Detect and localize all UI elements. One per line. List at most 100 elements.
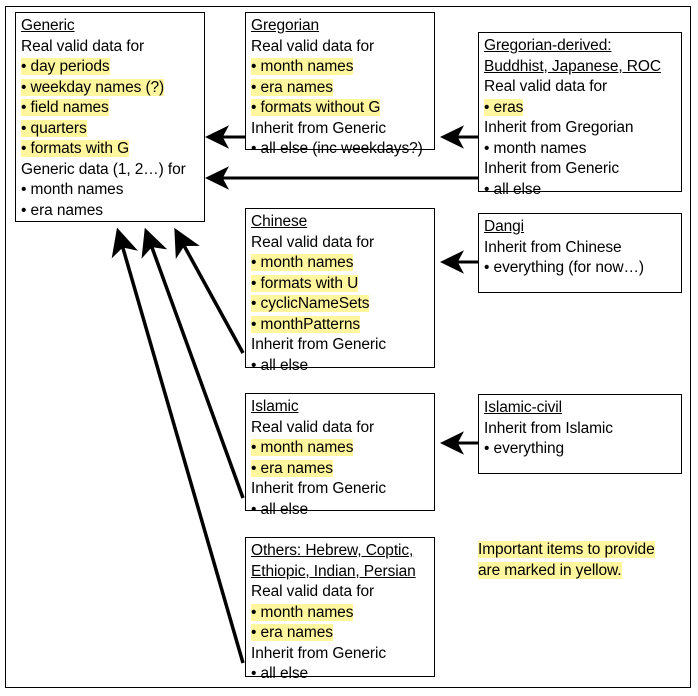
list-item: quarters [21, 119, 200, 140]
box-generic[interactable]: Generic Real valid data forday periodswe… [15, 12, 205, 222]
box-islamic-lines: Real valid data for month names era namesI… [251, 418, 430, 521]
box-islamic-civil-lines: Inherit from Islamic everything [484, 419, 677, 460]
section-label: Inherit from Gregorian [484, 118, 677, 139]
line-text: month names [484, 140, 586, 157]
box-islamic-title: Islamic [251, 398, 299, 415]
line-text: quarters [21, 119, 87, 137]
section-label: Inherit from Islamic [484, 419, 677, 440]
list-item: weekday names (?) [21, 78, 200, 99]
list-item: era names [251, 78, 430, 99]
line-text: Real valid data for [251, 233, 375, 251]
box-dangi-title: Dangi [484, 218, 524, 235]
line-text: Inherit from Generic [251, 119, 386, 137]
section-label: Real valid data for [251, 418, 430, 439]
box-chinese[interactable]: Chinese Real valid data for month names fo… [245, 208, 435, 374]
line-text: era names [251, 459, 333, 477]
box-dangi[interactable]: Dangi Inherit from Chinese everything (fo… [478, 213, 682, 293]
section-label: Inherit from Generic [251, 119, 430, 140]
list-item: month names [251, 438, 430, 459]
box-gregorian-lines: Real valid data for month names era names f… [251, 37, 430, 160]
box-gregorian-derived[interactable]: Gregorian-derived: Buddhist, Japanese, R… [478, 32, 682, 198]
box-others-lines: Real valid data for month names era namesI… [251, 582, 430, 685]
box-gregorian-title: Gregorian [251, 17, 320, 34]
list-item: monthPatterns [251, 315, 430, 336]
line-text: day periods [21, 58, 110, 75]
line-text: field names [21, 99, 109, 116]
legend-note: Important items to provide are marked in… [478, 540, 688, 581]
box-chinese-title: Chinese [251, 213, 308, 230]
line-text: Real valid data for [251, 583, 375, 600]
section-label: Inherit from Generic [484, 159, 677, 180]
list-item: formats with G [21, 139, 200, 160]
list-item: era names [21, 201, 200, 222]
box-gregorian-derived-title: Gregorian-derived: [484, 37, 612, 54]
list-item: cyclicNameSets [251, 294, 430, 315]
list-item: all else [484, 180, 677, 201]
box-islamic-civil[interactable]: Islamic-civil Inherit from Islamic everyt… [478, 394, 682, 474]
section-label: Inherit from Chinese [484, 238, 677, 259]
line-text: Inherit from Generic [251, 480, 386, 497]
line-text: all else [251, 357, 308, 374]
line-text: era names [251, 78, 333, 96]
line-text: month names [251, 439, 353, 456]
legend-note-line2: are marked in yellow. [478, 561, 622, 579]
box-islamic-civil-title: Islamic-civil [484, 399, 562, 416]
box-generic-lines: Real valid data for day periods weekday na… [21, 37, 200, 222]
section-label: Real valid data for [251, 37, 430, 58]
list-item: era names [251, 459, 430, 480]
box-dangi-lines: Inherit from Chinese everything (for now…… [484, 238, 677, 279]
box-others-title: Others: Hebrew, Coptic, [251, 542, 414, 559]
line-text: Real valid data for [21, 37, 145, 55]
list-item: everything [484, 439, 677, 460]
line-text: all else [251, 501, 308, 518]
line-text: formats with U [251, 274, 358, 292]
legend-note-line1: Important items to provide [478, 541, 655, 558]
list-item: era names [251, 623, 430, 644]
line-text: era names [21, 202, 103, 219]
section-label: Inherit from Generic [251, 479, 430, 500]
line-text: all else (inc weekdays?) [251, 140, 423, 157]
line-text: month names [251, 254, 353, 271]
line-text: everything (for now…) [484, 259, 644, 276]
list-item: eras [484, 98, 677, 119]
line-text: Inherit from Generic [251, 336, 386, 353]
section-label: Inherit from Generic [251, 335, 430, 356]
box-gregorian-derived-title2: Buddhist, Japanese, ROC [484, 57, 661, 75]
line-text: formats with G [21, 140, 129, 157]
box-gregorian[interactable]: Gregorian Real valid data for month names… [245, 12, 435, 157]
line-text: all else [251, 665, 308, 682]
section-label: Real valid data for [251, 233, 430, 254]
section-label: Inherit from Generic [251, 644, 430, 665]
list-item: month names [251, 57, 430, 78]
line-text: month names [21, 181, 123, 198]
list-item: field names [21, 98, 200, 119]
line-text: Inherit from Islamic [484, 419, 613, 437]
line-text: era names [251, 624, 333, 641]
line-text: all else [484, 181, 541, 198]
list-item: everything (for now…) [484, 258, 677, 279]
list-item: month names [251, 603, 430, 624]
section-label: Real valid data for [251, 582, 430, 603]
list-item: month names [484, 139, 677, 160]
section-label: Real valid data for [21, 37, 200, 58]
list-item: all else [251, 500, 430, 521]
box-islamic[interactable]: Islamic Real valid data for month names er… [245, 393, 435, 518]
line-text: Inherit from Chinese [484, 238, 622, 256]
line-text: Generic data (1, 2…) for [21, 160, 186, 178]
diagram-outer-frame [5, 6, 691, 688]
line-text: Real valid data for [251, 37, 375, 55]
line-text: weekday names (?) [21, 78, 164, 96]
line-text: Real valid data for [484, 78, 608, 95]
list-item: all else [251, 664, 430, 685]
line-text: everything [484, 440, 564, 457]
line-text: formats without G [251, 99, 380, 116]
box-others[interactable]: Others: Hebrew, Coptic, Ethiopic, Indian… [245, 537, 435, 682]
line-text: month names [251, 58, 353, 75]
line-text: month names [251, 603, 353, 621]
box-chinese-lines: Real valid data for month names formats wi… [251, 233, 430, 377]
line-text: Inherit from Gregorian [484, 119, 634, 136]
line-text: Real valid data for [251, 418, 375, 436]
section-label: Generic data (1, 2…) for [21, 160, 200, 181]
